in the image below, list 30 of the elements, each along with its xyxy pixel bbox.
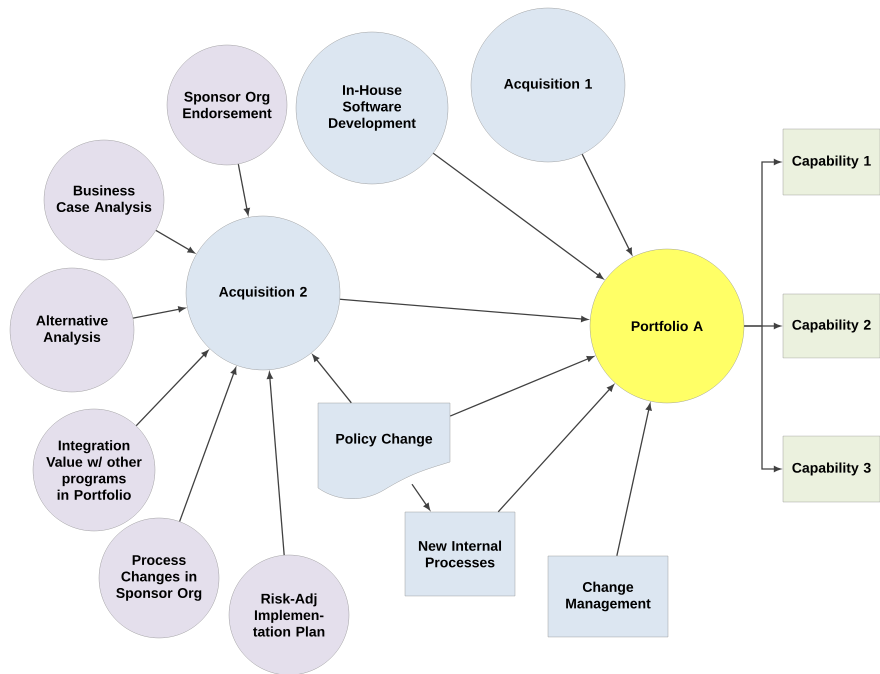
arrow [179,367,237,522]
arrow [340,298,588,322]
arrow [432,152,604,280]
arrow [312,354,352,404]
circle-node: Portfolio A [590,248,744,404]
arrow [744,325,781,472]
circle-node: Process Changes in Sponsor Org [98,518,220,638]
process-box: Capability 1 [782,128,880,196]
arrow [136,350,209,426]
arrow [498,384,614,512]
arrow [411,484,430,510]
arrow [238,164,250,216]
process-box: Capability 3 [782,436,880,502]
circle-node: Alternative Analysis [10,268,134,392]
arrow [582,154,632,256]
arrow [156,230,195,254]
circle-node: Acquisition 1 [470,8,626,162]
arrow [616,403,652,556]
arrow [266,372,285,556]
circle-node: In-House Software Development [296,32,448,184]
process-box: Change Management [548,556,668,638]
arrow [132,306,186,319]
process-box: New Internal Processes [404,512,516,596]
circle-node: Sponsor Org Endorsement [166,44,288,166]
circle-node: Integration Value w/ other programs in Portfolio [32,408,156,532]
circle-node: Risk-Adj Implemen- tation Plan [228,554,350,674]
circle-node: Business Case Analysis [44,140,164,260]
circle-node: Acquisition 2 [186,216,340,370]
process-box: Capability 2 [782,294,880,358]
arrow [450,356,594,417]
